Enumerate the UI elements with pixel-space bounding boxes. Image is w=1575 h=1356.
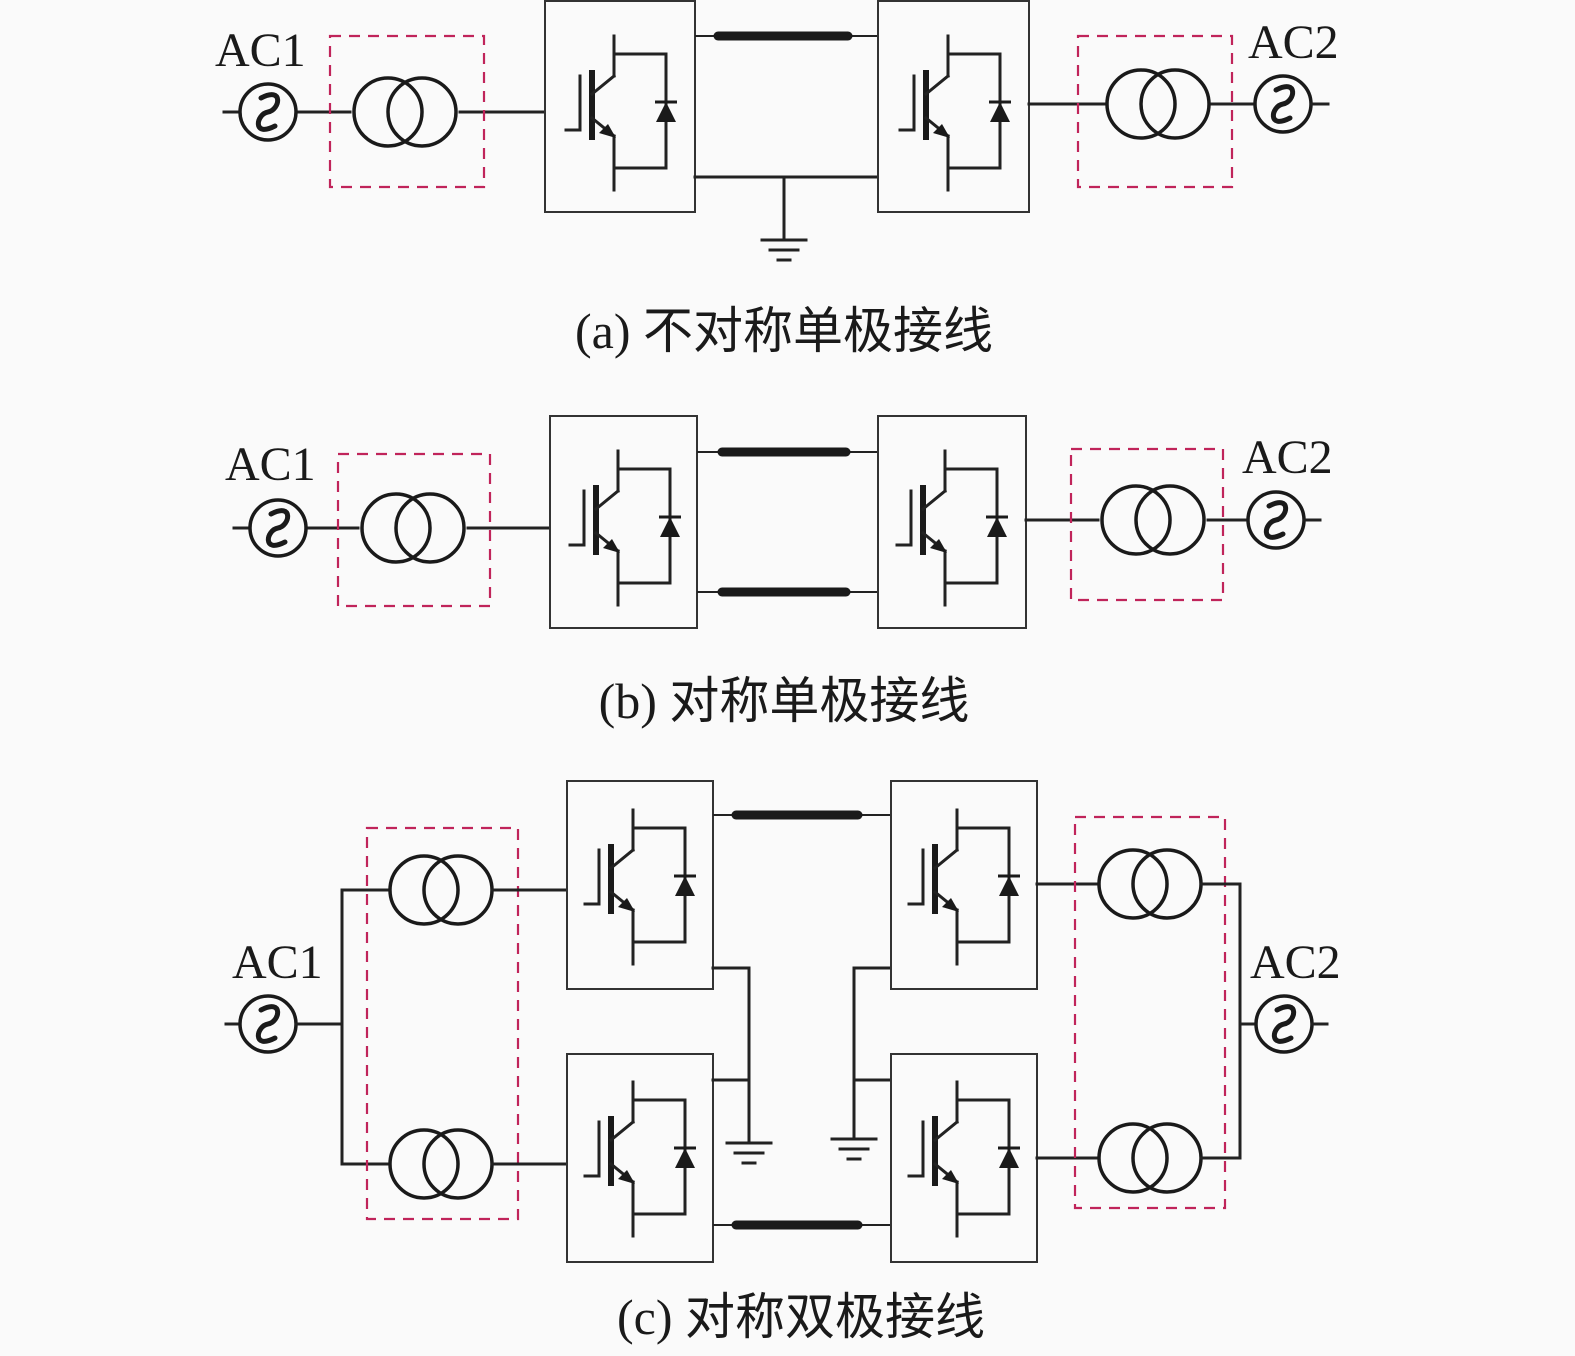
- transformer-icon: [1105, 68, 1211, 140]
- ground-icon: [830, 1137, 878, 1161]
- ac1-label: AC1: [232, 936, 323, 989]
- converter-right-upper: [890, 780, 1038, 990]
- caption-b: (b) 对称单极接线: [599, 673, 970, 729]
- converter-right: [877, 415, 1027, 629]
- ground-icon: [725, 1141, 773, 1165]
- caption-a: (a) 不对称单极接线: [575, 303, 993, 359]
- transformer-boundary-right: [1076, 34, 1234, 189]
- transformer-icon: [388, 1128, 494, 1200]
- ac2-label: AC2: [1248, 16, 1339, 69]
- panel-c: AC1 AC2 (c) 对称双极接线: [224, 780, 1341, 1345]
- caption-c: (c) 对称双极接线: [617, 1289, 985, 1345]
- transformer-boundary-left: [328, 34, 486, 189]
- transformer-icon: [1100, 484, 1206, 556]
- transformer-icon: [352, 76, 458, 148]
- transformer-boundary-left: [365, 826, 520, 1221]
- ac-source-icon: [1255, 76, 1311, 132]
- ac2-label: AC2: [1242, 431, 1333, 484]
- ac-source-icon: [240, 84, 296, 140]
- converter-left-upper: [566, 780, 714, 990]
- transformer-icon: [1097, 848, 1203, 920]
- transformer-boundary-left: [336, 452, 492, 608]
- ac2-label: AC2: [1250, 936, 1341, 989]
- panel-a: AC1 AC2 (a) 不对称单极接线: [215, 0, 1339, 359]
- ground-icon: [760, 238, 808, 262]
- ac1-label: AC1: [225, 438, 316, 491]
- converter-left-lower: [566, 1053, 714, 1263]
- ac-source-icon: [250, 500, 306, 556]
- ac-source-icon: [1256, 996, 1312, 1052]
- converter-right: [877, 0, 1030, 213]
- ac1-label: AC1: [215, 24, 306, 77]
- ac-source-icon: [1248, 492, 1304, 548]
- converter-right-lower: [890, 1053, 1038, 1263]
- transformer-boundary-right: [1073, 815, 1227, 1210]
- transformer-boundary-right: [1069, 447, 1225, 602]
- converter-left: [544, 0, 696, 213]
- ac-source-icon: [240, 996, 296, 1052]
- converter-left: [549, 415, 698, 629]
- transformer-icon: [1097, 1122, 1203, 1194]
- panel-b: AC1 AC2 (b) 对称单极接线: [225, 415, 1333, 729]
- transformer-icon: [388, 854, 494, 926]
- transformer-icon: [360, 492, 466, 564]
